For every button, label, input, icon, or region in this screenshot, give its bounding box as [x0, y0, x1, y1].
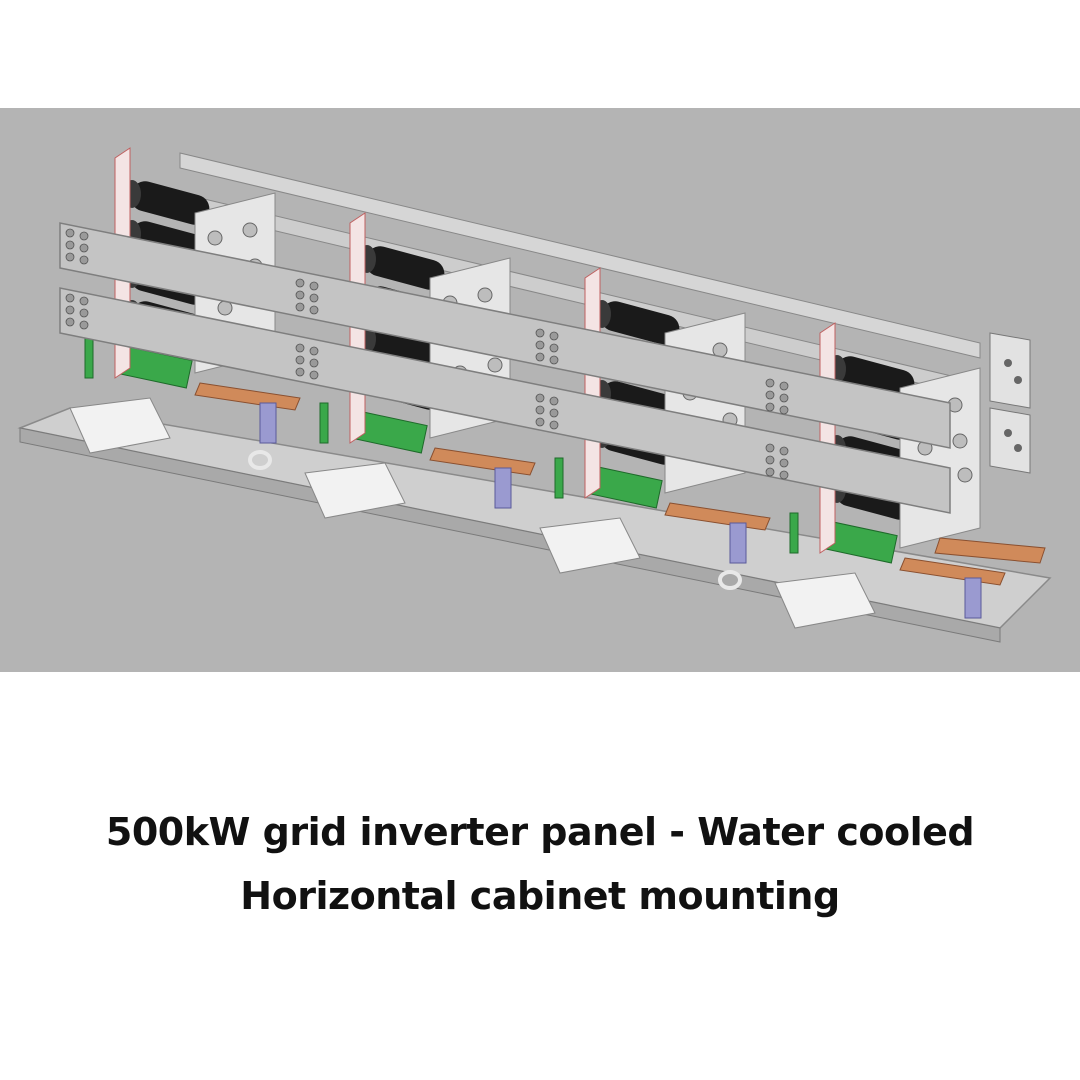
bolt [765, 402, 775, 412]
bolt [535, 417, 545, 427]
bolt [309, 281, 319, 291]
bolt [65, 252, 75, 262]
bolt [79, 308, 89, 318]
bolt [309, 305, 319, 315]
bolt [65, 305, 75, 315]
bolt [535, 352, 545, 362]
bolt [535, 393, 545, 403]
bolt [309, 370, 319, 380]
bolt [549, 408, 559, 418]
bolt [765, 455, 775, 465]
bolt [65, 228, 75, 238]
bolt [779, 458, 789, 468]
bolt [535, 405, 545, 415]
bolt [779, 470, 789, 480]
bolt [765, 390, 775, 400]
bolt [779, 381, 789, 391]
bolt [65, 293, 75, 303]
bolt [309, 293, 319, 303]
inverter-panel-illustration [0, 108, 1080, 672]
product-render-image [0, 108, 1080, 672]
bolt [779, 446, 789, 456]
bolt [79, 255, 89, 265]
bolt [549, 396, 559, 406]
bolt [535, 340, 545, 350]
bolt [79, 243, 89, 253]
caption-title-line: 500kW grid inverter panel - Water cooled [105, 810, 975, 854]
bolt [79, 296, 89, 306]
bolt [309, 346, 319, 356]
bolt [765, 443, 775, 453]
bolt [295, 355, 305, 365]
bolt [79, 320, 89, 330]
bolt [295, 290, 305, 300]
bolt [65, 240, 75, 250]
bolt [549, 331, 559, 341]
bolt [779, 393, 789, 403]
bolt [65, 317, 75, 327]
bolt [549, 420, 559, 430]
bolt [535, 328, 545, 338]
bolt [779, 405, 789, 415]
bolt [295, 343, 305, 353]
bolt [309, 358, 319, 368]
bolt [765, 467, 775, 477]
bolt [295, 302, 305, 312]
bolt [549, 355, 559, 365]
caption: 500kW grid inverter panel - Water cooled… [0, 800, 1080, 928]
bolt [549, 343, 559, 353]
bolt [295, 278, 305, 288]
bolt [295, 367, 305, 377]
caption-subtitle-line: Horizontal cabinet mounting [240, 874, 840, 918]
bolt [79, 231, 89, 241]
bolt [765, 378, 775, 388]
